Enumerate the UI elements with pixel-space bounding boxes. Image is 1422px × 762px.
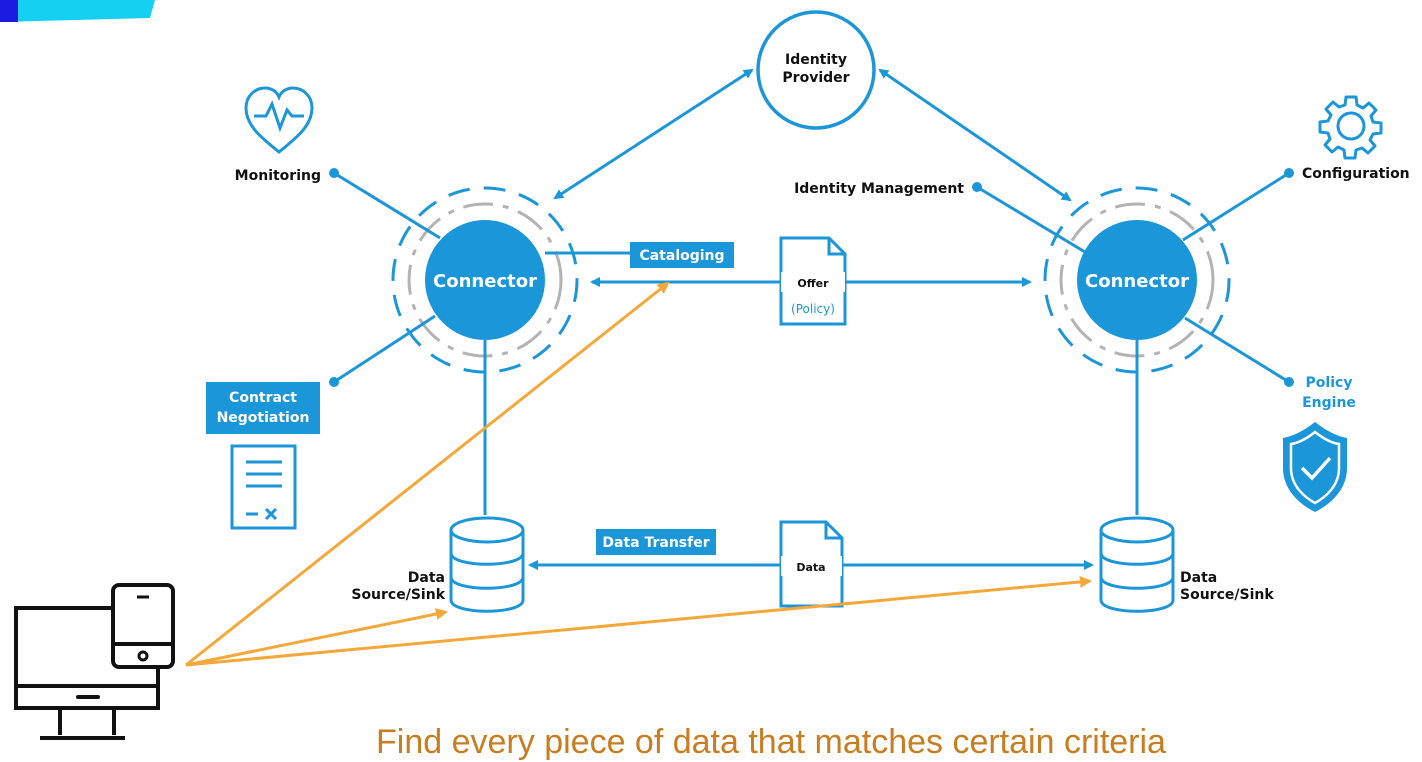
offer-document[interactable]: Offer (Policy) — [779, 236, 847, 326]
data-transfer-label: Data Transfer — [602, 535, 709, 551]
idp-left-arrow — [553, 68, 754, 200]
contract-icon — [230, 444, 297, 530]
contract-negotiation-label-line2: Negotiation — [217, 410, 310, 426]
heart-monitor-icon — [244, 86, 314, 154]
data-transfer-tag[interactable]: Data Transfer — [596, 529, 716, 555]
policy-engine-label-line2: Engine — [1302, 395, 1356, 411]
cataloging-tag[interactable]: Cataloging — [545, 242, 734, 268]
identity-provider-label-line1: Identity — [785, 52, 847, 68]
configuration-feature[interactable]: Configuration — [1182, 95, 1410, 242]
identity-management-label: Identity Management — [794, 181, 964, 197]
data-source-right[interactable]: Data Source/Sink — [1099, 516, 1274, 613]
data-document[interactable]: Data — [779, 520, 844, 608]
policy-engine-label-line1: Policy — [1306, 375, 1353, 391]
idp-right-arrow — [878, 68, 1072, 202]
policy-engine-feature[interactable]: Policy Engine — [1184, 316, 1356, 512]
query-arrow-left-db — [185, 608, 448, 667]
offer-document-subtitle: (Policy) — [791, 302, 835, 316]
configuration-label: Configuration — [1302, 166, 1410, 182]
cataloging-label: Cataloging — [639, 248, 724, 264]
contract-negotiation-feature[interactable]: Contract Negotiation — [206, 314, 436, 530]
query-arrow-right-db — [185, 575, 1092, 667]
gear-icon — [1318, 95, 1383, 160]
contract-negotiation-label-line1: Contract — [229, 390, 297, 406]
identity-provider-label-line2: Provider — [782, 70, 849, 86]
data-source-left-label-line2: Source/Sink — [351, 587, 445, 603]
monitoring-feature[interactable]: Monitoring — [235, 86, 441, 240]
identity-provider-node[interactable]: Identity Provider — [756, 10, 876, 130]
shield-check-icon — [1283, 422, 1347, 512]
data-document-title: Data — [796, 561, 825, 574]
data-source-left[interactable]: Data Source/Sink — [351, 516, 525, 613]
identity-management-feature[interactable]: Identity Management — [794, 181, 1091, 257]
connector-right-label: Connector — [1085, 271, 1189, 292]
device-icon[interactable] — [14, 583, 175, 740]
data-source-right-label-line1: Data — [1180, 570, 1217, 586]
query-arrow-cataloging — [185, 281, 670, 667]
offer-document-title: Offer — [797, 277, 829, 290]
database-icon — [1099, 516, 1175, 613]
corner-decoration — [0, 0, 155, 22]
database-icon — [449, 516, 525, 613]
data-source-left-label-line1: Data — [408, 570, 445, 586]
caption: Find every piece of data that matches ce… — [376, 723, 1166, 761]
data-source-right-label-line2: Source/Sink — [1180, 587, 1274, 603]
connector-left-label: Connector — [433, 271, 537, 292]
monitoring-label: Monitoring — [235, 168, 321, 184]
